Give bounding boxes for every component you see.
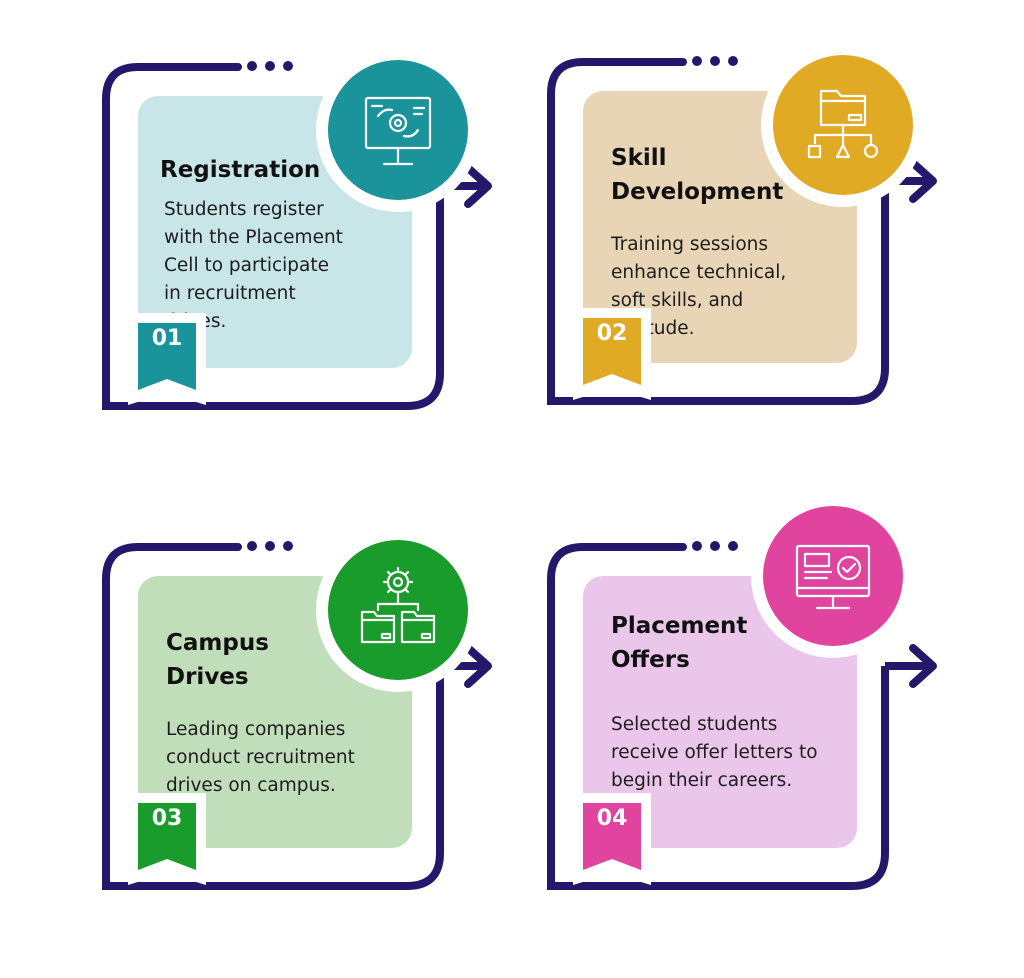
step-registration: Registration Students register with the … [100, 48, 560, 498]
step-number: 01 [151, 326, 183, 351]
step-frame [102, 541, 492, 890]
step-number: 02 [596, 321, 628, 346]
step-title: Registration [160, 157, 321, 183]
step-description: Selected students receive offer letters … [611, 714, 818, 791]
folder-hierarchy-icon [761, 43, 925, 207]
step-description: Training sessions enhance technical, sof… [611, 234, 787, 339]
step-number-badge [573, 308, 651, 400]
step-title: Placement Offers [611, 613, 748, 673]
monitor-checkmark-icon [751, 494, 915, 658]
step-number-badge [128, 313, 206, 405]
step-placement-offers: Placement Offers Selected students recei… [545, 494, 1005, 978]
gear-network-icon [316, 528, 480, 692]
step-title: Skill Development [611, 145, 784, 205]
step-title: Campus Drives [166, 630, 269, 690]
step-frame [547, 541, 937, 890]
step-number-badge [573, 793, 651, 885]
step-campus-drives: Campus Drives Leading companies conduct … [100, 528, 560, 978]
step-description: Leading companies conduct recruitment dr… [166, 719, 355, 796]
step-number: 04 [596, 806, 628, 831]
step-number-badge [128, 793, 206, 885]
step-skill-development: Skill Development Training sessions enha… [545, 43, 1005, 493]
presentation-board-icon [316, 48, 480, 212]
step-number: 03 [151, 806, 183, 831]
